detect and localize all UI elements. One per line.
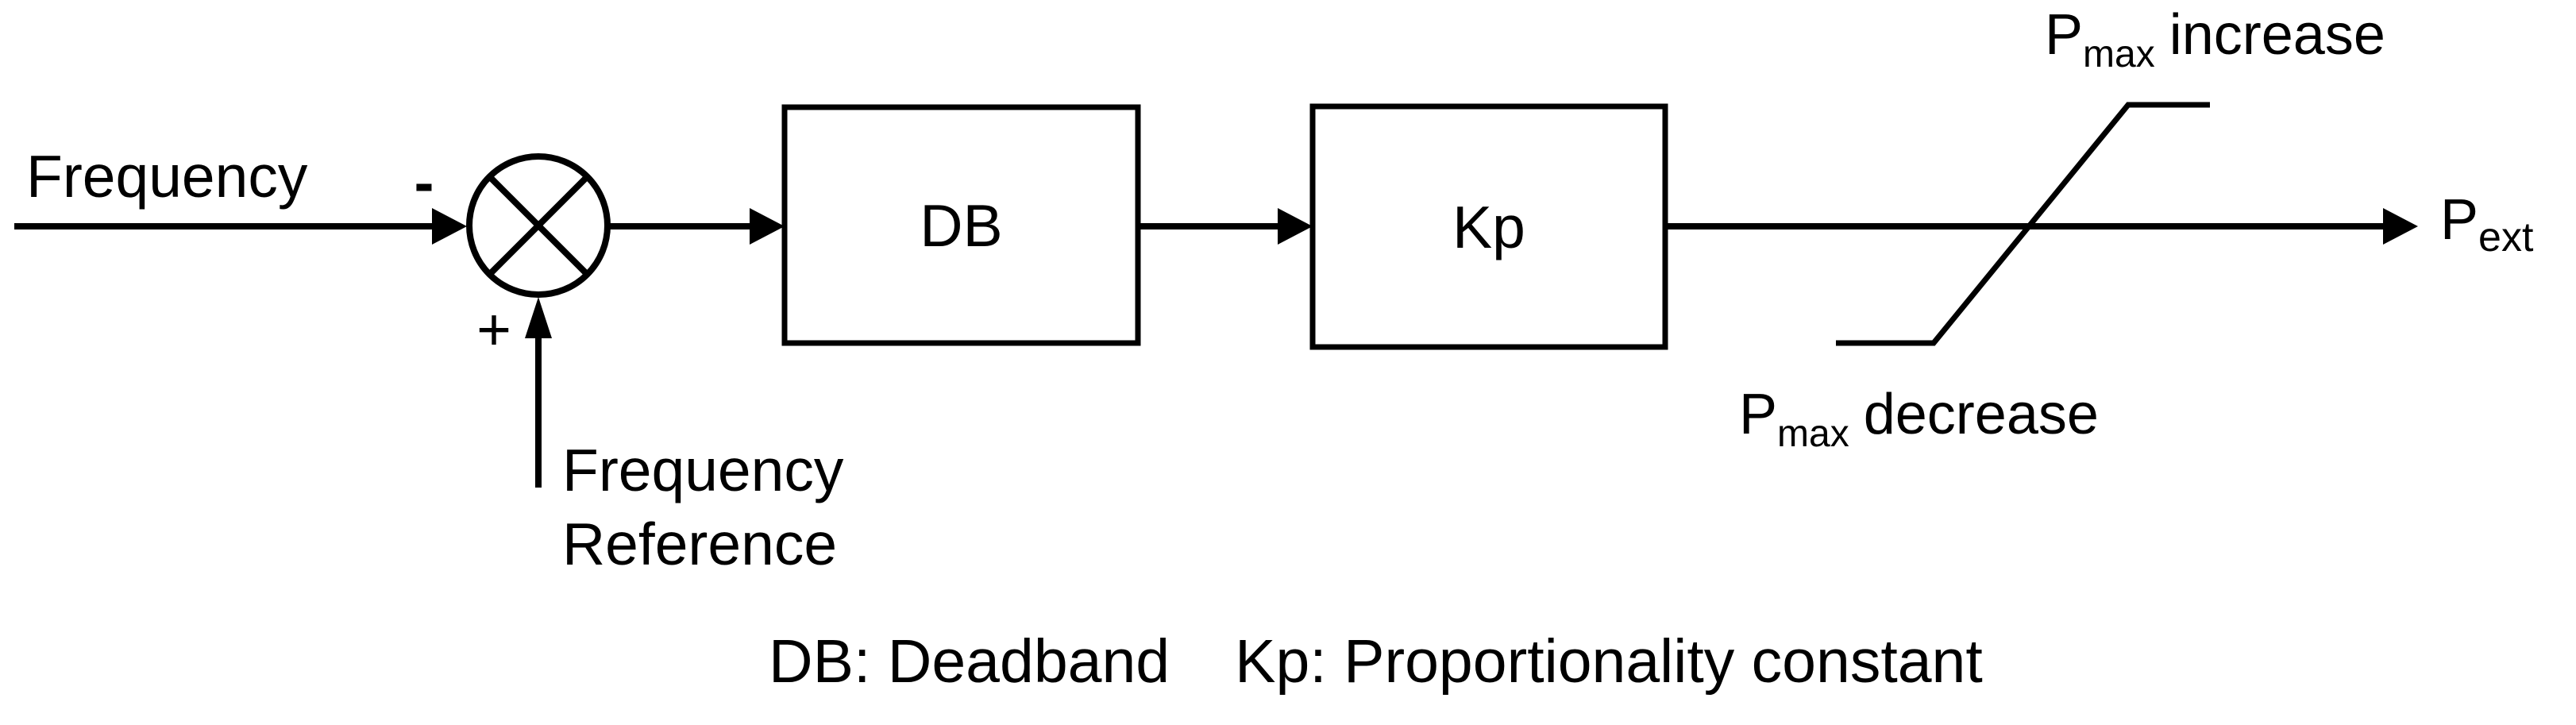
kp-block-label: Kp bbox=[1452, 193, 1525, 260]
pmax-increase-subscript: max bbox=[2083, 33, 2155, 75]
pext-subscript: ext bbox=[2478, 214, 2534, 260]
frequency-reference-line2: Reference bbox=[562, 511, 838, 577]
frequency-input-label: Frequency bbox=[26, 143, 308, 210]
pmax-increase-base: P bbox=[2045, 3, 2084, 67]
kp-arrowhead-icon bbox=[1278, 208, 1313, 245]
summing-junction-cross-2 bbox=[488, 175, 589, 276]
pmax-increase-label: Pmax increase bbox=[2045, 3, 2385, 74]
minus-sign-label: - bbox=[414, 148, 434, 216]
pmax-decrease-label: Pmax decrease bbox=[1739, 383, 2099, 453]
pext-output-label: Pext bbox=[2440, 188, 2533, 258]
pmax-increase-word: increase bbox=[2169, 3, 2385, 67]
output-arrowhead-icon bbox=[2383, 208, 2418, 245]
plus-sign-label: + bbox=[476, 295, 511, 363]
rate-limiter-icon bbox=[1836, 102, 2210, 346]
input-arrowhead-icon bbox=[432, 208, 467, 245]
pext-base: P bbox=[2440, 188, 2479, 252]
pmax-decrease-subscript: max bbox=[1777, 413, 1849, 455]
reference-arrowhead-icon bbox=[525, 297, 552, 338]
caption-kp-definition: Kp: Proportionality constant bbox=[1235, 627, 1983, 696]
frequency-reference-label: Frequency Reference bbox=[562, 434, 843, 581]
db-block-label: DB bbox=[920, 191, 1003, 259]
db-arrowhead-icon bbox=[750, 208, 785, 245]
frequency-reference-line1: Frequency bbox=[562, 437, 844, 503]
pmax-decrease-word: decrease bbox=[1863, 383, 2099, 446]
pmax-decrease-base: P bbox=[1739, 383, 1778, 446]
caption-db-definition: DB: Deadband bbox=[769, 627, 1170, 696]
